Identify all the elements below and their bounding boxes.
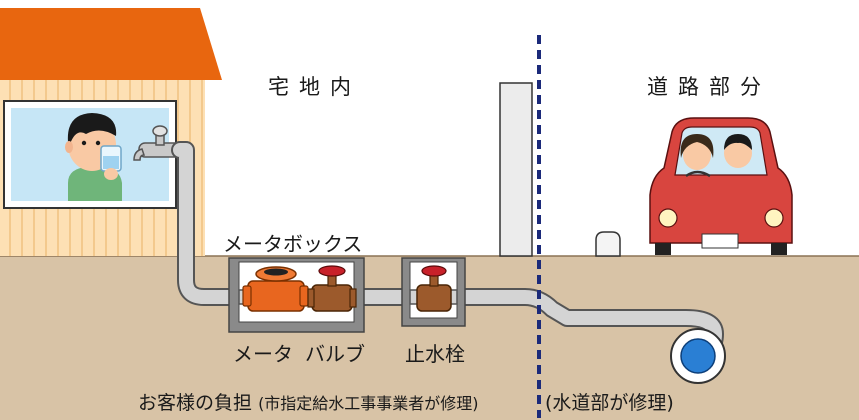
- customer-burden-text: お客様の負担: [138, 392, 253, 414]
- person-hand: [104, 168, 118, 180]
- faucet-icon: [133, 125, 182, 161]
- car-headlight: [658, 208, 678, 228]
- faucet-handle: [152, 125, 168, 137]
- label-private-area: 宅地内: [268, 75, 361, 99]
- label-stop-valve: 止水栓: [405, 342, 465, 366]
- label-meter: メータ: [233, 342, 293, 366]
- car: [649, 117, 793, 255]
- car-license-plate: [701, 233, 739, 249]
- customer-burden-note: (市指定給水工事事業者が修理): [258, 394, 479, 413]
- label-customer-burden: お客様の負担 (市指定給水工事事業者が修理): [138, 388, 479, 415]
- label-valve: バルブ: [305, 342, 365, 366]
- faucet-spout: [133, 148, 146, 161]
- glass-water: [103, 156, 119, 169]
- boundary-post: [499, 82, 533, 257]
- person-eye: [95, 140, 101, 146]
- car-wheel: [771, 243, 787, 255]
- gate-valve: [307, 265, 357, 312]
- water-meter: [242, 266, 309, 312]
- person-hair: [67, 113, 117, 144]
- person-eye: [81, 140, 87, 146]
- label-road-burden: (水道部が修理): [545, 392, 674, 414]
- person-ear: [65, 141, 73, 153]
- car-wheel: [655, 243, 671, 255]
- valve-handle: [318, 265, 346, 277]
- person-drinking: [65, 113, 122, 201]
- label-road-area: 道路部分: [647, 75, 771, 99]
- house-roof: [0, 8, 222, 80]
- passenger-hair: [724, 134, 752, 150]
- passenger-face: [724, 138, 752, 168]
- water-main: [670, 328, 726, 384]
- label-meter-box: メータボックス: [223, 232, 363, 256]
- driver-face: [683, 140, 711, 170]
- driver-hair: [680, 134, 714, 158]
- stop-valve-handle: [421, 265, 447, 277]
- car-headlight: [764, 208, 784, 228]
- steering-wheel: [685, 170, 711, 178]
- stop-valve: [416, 265, 452, 312]
- curb-stone: [595, 231, 621, 257]
